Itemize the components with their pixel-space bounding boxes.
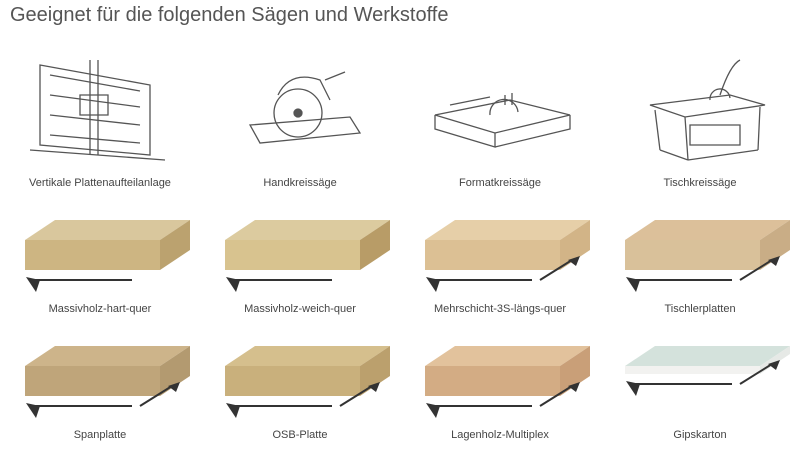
material-label: Gipskarton: [673, 429, 727, 441]
vertical-panel-saw-icon: [0, 55, 200, 165]
material-board-icon: [625, 220, 790, 292]
saw-item: Formatkreissäge: [400, 55, 600, 195]
material-label: Mehrschicht-3S-längs-quer: [433, 303, 567, 315]
page-title: Geeignet für die folgenden Sägen und Wer…: [10, 4, 449, 26]
material-label: Lagenholz-Multiplex: [451, 429, 549, 441]
material-board-icon: [225, 346, 390, 418]
material-item: Massivholz-weich-quer: [200, 212, 400, 322]
saw-item: Vertikale Plattenaufteilanlage: [0, 55, 200, 195]
saw-label: Formatkreissäge: [459, 177, 541, 189]
material-label: Spanplatte: [73, 429, 127, 441]
material-label: Massivholz-weich-quer: [244, 303, 356, 315]
material-item: OSB-Platte: [200, 338, 400, 448]
saw-item: Tischkreissäge: [600, 55, 800, 195]
saw-label: Vertikale Plattenaufteilanlage: [29, 177, 171, 189]
circular-hand-saw-icon: [200, 55, 400, 165]
material-board-icon: [25, 346, 190, 418]
material-label: Tischlerplatten: [664, 303, 736, 315]
material-item: Massivholz-hart-quer: [0, 212, 200, 322]
saw-label: Handkreissäge: [263, 177, 337, 189]
material-item: Spanplatte: [0, 338, 200, 448]
material-board-icon: [25, 220, 190, 292]
saw-label: Tischkreissäge: [663, 177, 737, 189]
material-item: Mehrschicht-3S-längs-quer: [400, 212, 600, 322]
saw-item: Handkreissäge: [200, 55, 400, 195]
material-board-icon: [225, 220, 390, 292]
material-item: Gipskarton: [600, 338, 800, 448]
material-board-icon: [625, 346, 790, 396]
table-saw-icon: [600, 55, 800, 165]
material-item: Lagenholz-Multiplex: [400, 338, 600, 448]
material-item: Tischlerplatten: [600, 212, 800, 322]
material-board-icon: [425, 220, 590, 292]
sliding-table-saw-icon: [400, 55, 600, 165]
material-board-icon: [425, 346, 590, 418]
material-label: OSB-Platte: [272, 429, 328, 441]
material-label: Massivholz-hart-quer: [48, 303, 152, 315]
